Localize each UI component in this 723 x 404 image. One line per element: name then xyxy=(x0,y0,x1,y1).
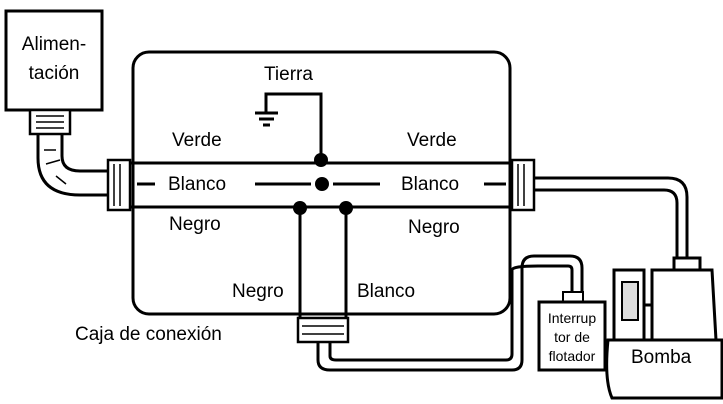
power-supply-box xyxy=(4,9,104,112)
pump-cord xyxy=(534,176,689,262)
green-label-left: Verde xyxy=(172,130,222,151)
float-switch: Interrup tor de flotador xyxy=(537,291,607,372)
white-label-left: Blanco xyxy=(168,174,226,195)
float-switch-label-line3: flotador xyxy=(549,348,596,364)
white-connection-dot xyxy=(315,177,329,191)
float-switch-label-line2: tor de xyxy=(554,329,590,345)
junction-box-caption: Caja de conexión xyxy=(75,324,222,345)
white-label-right: Blanco xyxy=(401,174,459,195)
conduit-elbow xyxy=(36,134,132,212)
ground-wire: Tierra xyxy=(255,64,323,160)
black-label-right: Negro xyxy=(408,217,460,238)
junction-box xyxy=(131,50,512,316)
green-label-right: Verde xyxy=(407,130,457,151)
bottom-fitting xyxy=(296,316,350,344)
white-label-down: Blanco xyxy=(357,281,415,302)
black-label-down: Negro xyxy=(232,281,284,302)
ground-connection-dot xyxy=(314,153,328,167)
left-fitting xyxy=(106,158,132,212)
pump-base xyxy=(605,338,723,400)
power-supply: Alimen- tación xyxy=(4,9,104,136)
pump-label: Bomba xyxy=(631,347,692,368)
black-label-left: Negro xyxy=(169,214,221,235)
float-switch-cord-inner xyxy=(328,264,574,362)
pump-cord-inner xyxy=(534,188,679,262)
pump: Bomba xyxy=(605,256,723,400)
power-supply-label-line1: Alimen- xyxy=(22,34,86,55)
float-switch-box xyxy=(537,300,607,372)
ground-label: Tierra xyxy=(264,64,313,85)
float-switch-cord xyxy=(316,254,584,372)
power-supply-label-line2: tación xyxy=(29,63,80,84)
right-fitting xyxy=(510,158,536,212)
float-switch-label-line1: Interrup xyxy=(548,310,596,326)
pump-body xyxy=(650,268,718,342)
